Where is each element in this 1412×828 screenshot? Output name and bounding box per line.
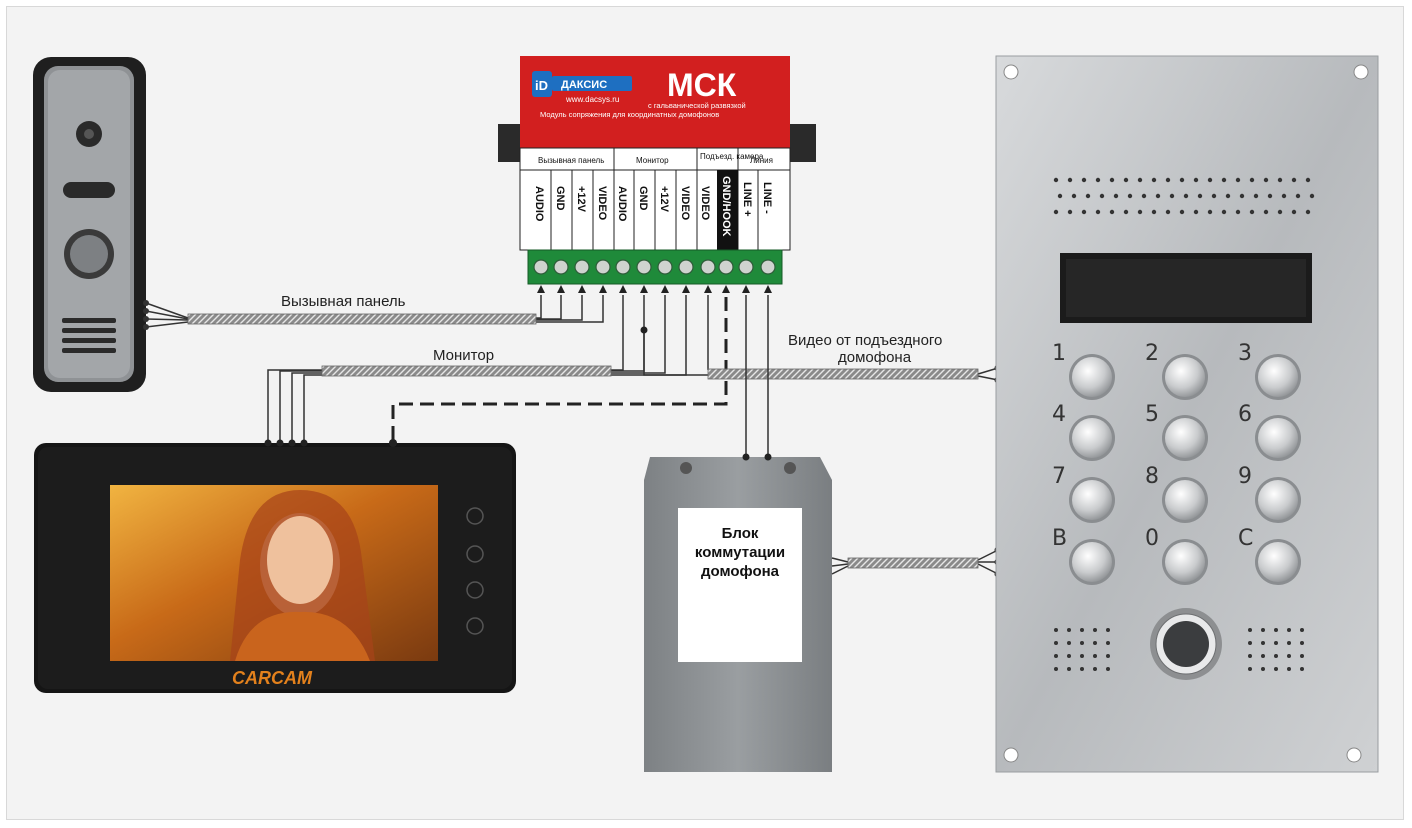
group-monitor: Монитор: [636, 156, 669, 165]
switch-box-line3: домофона: [700, 563, 780, 580]
keypad-key-7[interactable]: 7: [1052, 464, 1115, 523]
keypad-label-7: 7: [1052, 464, 1066, 489]
keypad-key-2[interactable]: 2: [1145, 341, 1208, 400]
switch-box-label: Блок коммутации домофона: [678, 508, 802, 662]
video-cable: [707, 368, 979, 380]
keypad-label-4: 4: [1052, 402, 1066, 427]
video-monitor-device: CARCAM: [34, 439, 516, 693]
label-video-line1: Видео от подъездного: [788, 332, 942, 349]
call-panel-device: [33, 57, 149, 392]
pin-gnd-2: GND: [637, 186, 649, 211]
pin-12v-1: +12V: [575, 186, 587, 213]
keypad-key-4[interactable]: 4: [1052, 402, 1115, 461]
pin-line-plus: LINE +: [741, 182, 753, 217]
module-site: www.dacsys.ru: [565, 95, 619, 104]
pin-line-minus: LINE -: [761, 182, 773, 214]
group-line: Линия: [750, 156, 773, 165]
keypad-key-5[interactable]: 5: [1145, 402, 1208, 461]
microphone-grille-left: [1054, 628, 1110, 671]
microphone-grille-right: [1248, 628, 1304, 671]
keypad-key-0[interactable]: 0: [1145, 526, 1208, 585]
keypad-label-2: 2: [1145, 341, 1159, 366]
group-call-panel: Вызывная панель: [538, 156, 604, 165]
monitor-cable: [321, 365, 612, 377]
keypad-label-6: 6: [1238, 402, 1252, 427]
group-camera: Подъезд. камера: [700, 152, 764, 161]
pin-audio-2: AUDIO: [616, 186, 628, 222]
pin-video-2: VIDEO: [679, 186, 691, 221]
keypad-label-3: 3: [1238, 341, 1252, 366]
pin-audio-1: AUDIO: [533, 186, 545, 222]
keypad-key-6[interactable]: 6: [1238, 402, 1301, 461]
label-monitor: Монитор: [433, 347, 494, 364]
pin-12v-2: +12V: [658, 186, 670, 213]
speaker-grille: [1053, 177, 1315, 215]
keypad-label-B: B: [1052, 526, 1067, 551]
daksis-logo-icon: [532, 71, 552, 97]
module-sub1: с гальванической развязкой: [648, 101, 746, 110]
keypad-label-1: 1: [1052, 341, 1066, 366]
msk-module: iD ДАКСИС МСК www.dacsys.ru с гальваниче…: [498, 56, 816, 293]
switch-box-line1: Блок: [721, 525, 759, 542]
keypad-label-8: 8: [1145, 464, 1159, 489]
gnd-hook-dashed-line: [391, 295, 728, 440]
switch-box-line2: коммутации: [694, 544, 786, 561]
keypad-label-9: 9: [1238, 464, 1252, 489]
pin-gnd-1: GND: [554, 186, 566, 211]
keypad-label-C: C: [1238, 526, 1253, 551]
keypad-label-0: 0: [1145, 526, 1159, 551]
call-panel-wires: [145, 295, 604, 328]
label-call-panel: Вызывная панель: [281, 293, 406, 310]
keypad-label-5: 5: [1145, 402, 1159, 427]
line-wires: [745, 295, 769, 455]
keypad-key-8[interactable]: 8: [1145, 464, 1208, 523]
keypad-key-B[interactable]: B: [1052, 526, 1115, 585]
daksis-logo-letters: iD: [535, 78, 548, 93]
module-model: МСК: [667, 67, 737, 103]
module-sub2: Модуль сопряжения для координатных домоф…: [540, 110, 719, 119]
keypad-key-3[interactable]: 3: [1238, 341, 1301, 400]
label-video-line2: домофона: [838, 349, 912, 366]
keypad-key-C[interactable]: C: [1238, 526, 1301, 585]
pin-video-1: VIDEO: [596, 186, 608, 221]
switch-box-wires: [831, 549, 999, 575]
call-panel-cable: [187, 313, 537, 325]
switch-box-cable: [847, 557, 979, 569]
monitor-brand: CARCAM: [232, 668, 313, 688]
module-brand: ДАКСИС: [561, 79, 607, 91]
keypad: 1 2 3 4 5 6 7 8 9B 0 C: [1052, 341, 1301, 585]
keypad-key-9[interactable]: 9: [1238, 464, 1301, 523]
key-reader-icon: [1163, 621, 1209, 667]
entrance-panel-device: 1 2 3 4 5 6 7 8 9B 0 C: [995, 55, 1379, 773]
pin-video-3: VIDEO: [699, 186, 711, 221]
pin-gnd-hook: GND/HOOK: [720, 176, 732, 237]
keypad-key-1[interactable]: 1: [1052, 341, 1115, 400]
